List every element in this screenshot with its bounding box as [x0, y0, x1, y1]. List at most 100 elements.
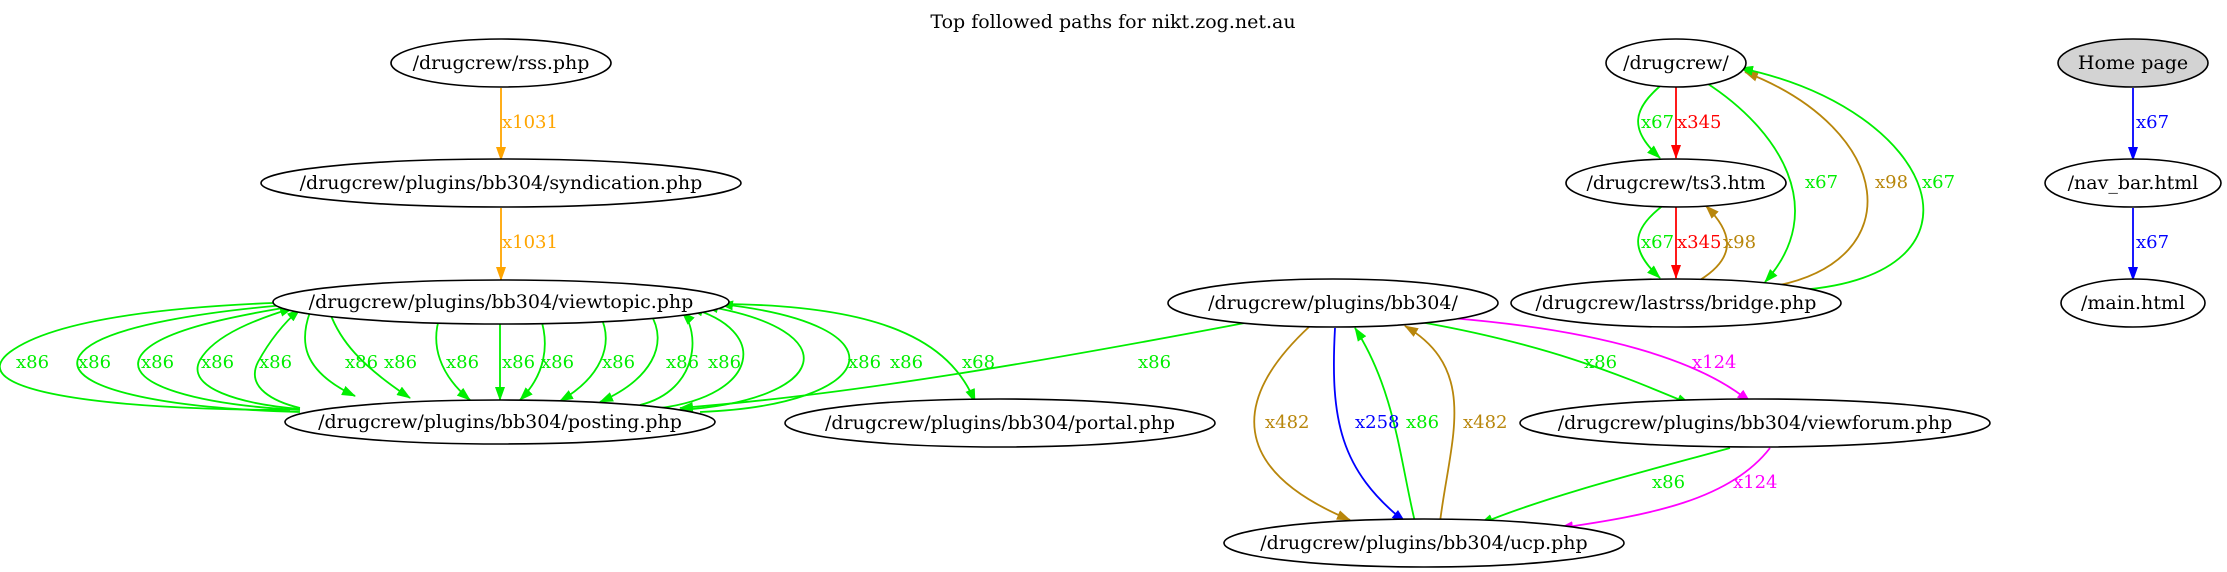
node-posting[interactable]: /drugcrew/plugins/bb304/posting.php [284, 399, 716, 445]
edge-bridge-drugcrew-brown [1744, 71, 1869, 287]
label-rss-syndication: x1031 [502, 112, 558, 133]
label-ucp-bb304-green: x86 [1406, 412, 1439, 433]
node-rss[interactable]: /drugcrew/rss.php [390, 38, 612, 88]
node-portal-label: /drugcrew/plugins/bb304/portal.php [825, 412, 1175, 434]
label-syndication-viewtopic: x1031 [502, 232, 558, 253]
node-viewforum[interactable]: /drugcrew/plugins/bb304/viewforum.php [1519, 398, 1991, 448]
node-posting-label: /drugcrew/plugins/bb304/posting.php [318, 411, 682, 433]
edge-viewforum-ucp-magenta [1559, 447, 1771, 532]
edge-drugcrew-ts3-green [1637, 81, 1666, 159]
label-vp-13: x86 [708, 352, 741, 373]
label-bb304-viewforum-magenta: x124 [1692, 352, 1737, 373]
node-syndication-label: /drugcrew/plugins/bb304/syndication.php [300, 172, 703, 194]
node-bb304[interactable]: /drugcrew/plugins/bb304/ [1167, 278, 1499, 328]
node-home-label: Home page [2078, 52, 2188, 74]
node-portal[interactable]: /drugcrew/plugins/bb304/portal.php [784, 398, 1216, 448]
label-vp-15: x86 [890, 352, 923, 373]
label-drugcrew-ts3-green: x67 [1641, 112, 1674, 133]
label-vp-16: x86 [1138, 352, 1171, 373]
label-vp-2: x86 [78, 352, 111, 373]
label-vp-14: x86 [848, 352, 881, 373]
label-vp-9: x86 [502, 352, 535, 373]
label-bridge-ts3-brown: x98 [1723, 232, 1756, 253]
edge-viewtopic-posting-11 [559, 314, 607, 402]
edge-ts3-bridge-green [1637, 203, 1666, 279]
node-main[interactable]: /main.html [2060, 278, 2206, 328]
node-drugcrew-label: /drugcrew/ [1623, 52, 1729, 74]
node-navbar-label: /nav_bar.html [2068, 172, 2199, 194]
label-viewtopic-portal: x68 [962, 352, 995, 373]
node-ucp-label: /drugcrew/plugins/bb304/ucp.php [1260, 532, 1587, 554]
node-navbar[interactable]: /nav_bar.html [2044, 158, 2222, 208]
label-ts3-bridge-green: x67 [1641, 232, 1674, 253]
edge-bridge-ts3-brown [1699, 205, 1728, 281]
edge-posting-viewtopic-3 [137, 303, 301, 411]
label-vp-8: x86 [446, 352, 479, 373]
node-ucp[interactable]: /drugcrew/plugins/bb304/ucp.php [1223, 518, 1625, 568]
label-vp-3: x86 [141, 352, 174, 373]
label-vp-7: x86 [384, 352, 417, 373]
label-viewforum-ucp-green: x86 [1652, 472, 1685, 493]
node-home[interactable]: Home page [2057, 38, 2209, 88]
label-bb304-ucp-blue: x258 [1355, 412, 1400, 433]
edge-viewtopic-posting-7 [329, 312, 411, 399]
edge-viewtopic-posting-8 [435, 315, 471, 401]
edge-posting-viewtopic-13 [639, 311, 695, 406]
edge-bb304-ucp-blue [1333, 327, 1406, 523]
nodes: /drugcrew/rss.php /drugcrew/plugins/bb30… [260, 38, 2222, 568]
label-vp-4: x86 [201, 352, 234, 373]
edge-posting-viewtopic-14 [659, 306, 745, 409]
label-navbar-main: x67 [2136, 232, 2169, 253]
label-bb304-viewforum-green: x86 [1584, 352, 1617, 373]
node-viewtopic-label: /drugcrew/plugins/bb304/viewtopic.php [309, 291, 694, 313]
node-main-label: /main.html [2081, 292, 2185, 314]
node-ts3[interactable]: /drugcrew/ts3.htm [1565, 158, 1787, 208]
edge-ucp-bb304-brown [1404, 325, 1456, 523]
graph-title: Top followed paths for nikt.zog.net.au [930, 11, 1295, 33]
node-drugcrew[interactable]: /drugcrew/ [1605, 38, 1747, 88]
edge-viewtopic-posting-6 [304, 311, 356, 397]
edge-viewtopic-portal [719, 303, 976, 403]
edge-bridge-drugcrew-green [1739, 65, 1925, 291]
label-vp-1: x86 [16, 352, 49, 373]
label-drugcrew-ts3-red: x345 [1677, 112, 1722, 133]
edge-posting-viewtopic-4 [196, 306, 301, 410]
label-vp-11: x86 [602, 352, 635, 373]
edge-posting-viewtopic-1 [0, 297, 301, 411]
edge-posting-viewtopic-16 [699, 300, 851, 413]
edge-viewforum-ucp-green [1479, 447, 1731, 525]
edge-posting-viewtopic-2 [76, 300, 301, 413]
edge-viewtopic-posting-12 [599, 312, 659, 403]
edge-bb304-ucp-brown [1253, 325, 1351, 521]
node-ts3-label: /drugcrew/ts3.htm [1586, 172, 1765, 194]
label-bridge-drugcrew-brown: x98 [1875, 172, 1908, 193]
label-bb304-ucp-brown: x482 [1265, 412, 1310, 433]
label-viewforum-ucp-magenta: x124 [1733, 472, 1778, 493]
node-bridge-label: /drugcrew/lastrss/bridge.php [1536, 292, 1817, 314]
edge-viewtopic-posting-10 [519, 315, 546, 401]
node-bb304-label: /drugcrew/plugins/bb304/ [1208, 292, 1458, 314]
edge-ucp-bb304-green [1354, 327, 1416, 523]
edge-bb304-viewforum-green [1419, 321, 1691, 405]
edge-posting-viewtopic-5 [254, 308, 301, 409]
label-drugcrew-bridge-green: x67 [1805, 172, 1838, 193]
node-bridge[interactable]: /drugcrew/lastrss/bridge.php [1510, 278, 1842, 328]
node-viewforum-label: /drugcrew/plugins/bb304/viewforum.php [1558, 412, 1953, 434]
edge-bb304-posting [679, 321, 1251, 412]
edge-bb304-viewforum-magenta [1449, 317, 1751, 403]
label-vp-12: x86 [666, 352, 699, 373]
label-bridge-drugcrew-green: x67 [1922, 172, 1955, 193]
label-vp-6: x86 [345, 352, 378, 373]
edge-drugcrew-bridge-green [1704, 81, 1796, 283]
label-vp-5: x86 [259, 352, 292, 373]
label-ucp-bb304-brown: x482 [1463, 412, 1508, 433]
label-ts3-bridge-red: x345 [1677, 232, 1722, 253]
node-viewtopic[interactable]: /drugcrew/plugins/bb304/viewtopic.php [272, 279, 730, 325]
node-syndication[interactable]: /drugcrew/plugins/bb304/syndication.php [260, 158, 742, 208]
edges [0, 65, 2138, 532]
label-vp-10: x86 [541, 352, 574, 373]
node-rss-label: /drugcrew/rss.php [413, 52, 590, 74]
label-home-navbar: x67 [2136, 112, 2169, 133]
